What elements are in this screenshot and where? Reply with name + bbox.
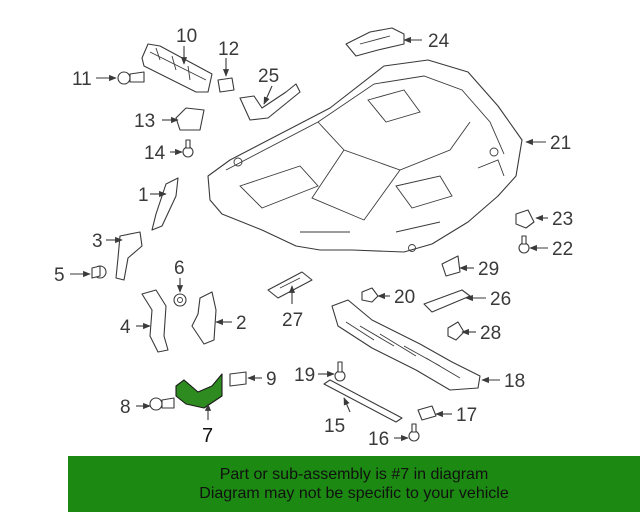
footer-line-part: Part or sub-assembly is #7 in diagram [219,466,489,483]
part-4 [141,289,169,353]
footer-line-disclaimer: Diagram may not be specific to your vehi… [199,485,509,502]
callout-12: 12 [218,39,239,60]
callout-16: 16 [368,429,389,450]
part-1 [151,177,179,231]
callout-21: 21 [550,133,571,154]
callout-3: 3 [92,231,103,252]
part-12-clip [217,77,235,93]
callout-18: 18 [504,371,525,392]
part-16-screw [408,423,420,442]
part-2 [191,291,217,345]
footer-banner: Part or sub-assembly is #7 in diagram Di… [68,456,640,512]
part-24 [345,27,405,57]
callout-11: 11 [72,69,92,90]
part-6-nut [173,293,187,307]
callout-25: 25 [258,66,279,87]
callout-29: 29 [478,259,499,280]
callout-labels: 10 11 12 13 14 24 25 21 1 3 5 6 4 2 9 7 … [54,26,573,450]
callout-13: 13 [134,111,155,132]
part-25 [239,83,301,121]
callout-27: 27 [282,310,303,331]
parts-diagram: 10 11 12 13 14 24 25 21 1 3 5 6 4 2 9 7 … [54,26,573,450]
part-14-screw [182,139,194,158]
part-27-bracket [267,271,313,299]
part-22-screw [518,235,530,254]
callout-14: 14 [144,143,166,164]
callout-28: 28 [480,323,501,344]
part-3 [115,231,143,281]
part-29 [441,255,461,277]
part-7-highlighted [175,373,223,409]
callout-22: 22 [552,239,573,260]
callout-6: 6 [174,258,185,279]
part-28 [447,321,465,341]
leader-lines [70,36,548,442]
callout-8: 8 [120,397,131,418]
callout-2: 2 [236,313,247,334]
callout-7: 7 [202,425,213,447]
part-17-clip [417,405,437,421]
callout-15: 15 [324,416,345,437]
part-19-screw [334,361,346,382]
part-15-strip [323,379,403,423]
part-9-clip [229,371,247,387]
part-8-screw [149,397,175,411]
part-20-nut [361,287,379,303]
part-23 [515,209,535,229]
callout-26: 26 [490,289,511,310]
part-13 [175,107,205,131]
callout-10: 10 [176,26,197,47]
callout-4: 4 [120,317,131,338]
callout-19: 19 [294,365,315,386]
part-18-deflector [331,299,481,391]
part-11-screw [117,71,145,85]
callout-17: 17 [456,405,477,426]
part-26 [423,289,471,313]
callout-23: 23 [552,209,573,230]
part-21-undershield [207,59,523,253]
part-5-screw [91,265,107,279]
callout-20: 20 [394,287,415,308]
callout-24: 24 [428,31,450,52]
callout-1: 1 [138,185,149,206]
part-10 [141,43,213,93]
callout-9: 9 [266,369,277,390]
callout-5: 5 [54,265,65,286]
